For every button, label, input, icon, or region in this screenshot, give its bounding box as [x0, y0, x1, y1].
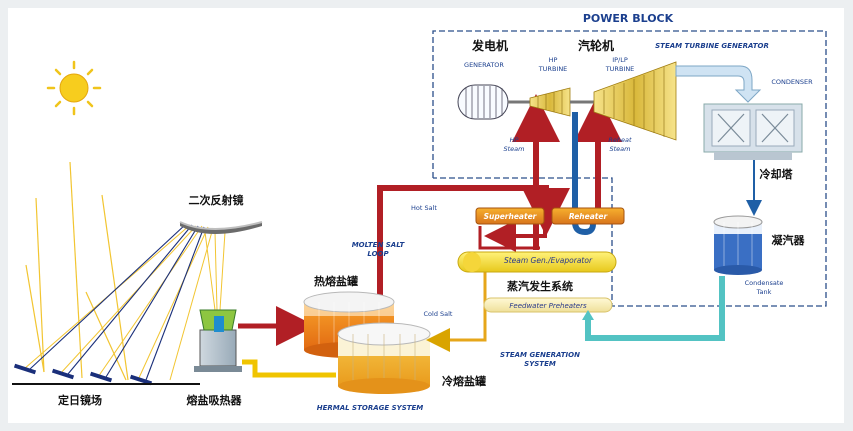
heliostat-field: [13, 363, 153, 386]
feedwater-preheaters: Feedwater Preheaters: [483, 297, 613, 313]
power-block-title: POWER BLOCK: [583, 12, 674, 25]
reheater: Reheater: [551, 207, 625, 225]
hot-tank-cn: 热熔盐罐: [314, 274, 358, 288]
hot-salt-label: Hot Salt: [411, 204, 437, 212]
hp-turbine-label-2: TURBINE: [538, 65, 568, 73]
condenser: [703, 103, 803, 160]
generator: [457, 84, 509, 120]
evaporator-label: Steam Gen./Evaporator: [504, 256, 593, 265]
salt-flow-evap: [478, 226, 540, 250]
reheat-steam-label-1: Reheat: [608, 136, 632, 144]
steam-gen-label-2: SYSTEM: [524, 360, 556, 368]
molten-salt-receiver: [194, 309, 242, 372]
reflected-rays: [23, 224, 214, 381]
stg-label: STEAM TURBINE GENERATOR: [655, 42, 769, 50]
hp-turbine-label-1: HP: [549, 56, 558, 64]
power-block-boundary: [432, 30, 827, 307]
cold-salt-label: Cold Salt: [424, 310, 453, 318]
iplp-turbine-label-2: TURBINE: [605, 65, 635, 73]
cold-reheat-pipe: [572, 112, 596, 236]
secondary-reflector-cn: 二次反射镜: [189, 193, 244, 207]
sun-icon: [46, 60, 102, 116]
reheat-steam-label-2: Steam: [610, 145, 631, 153]
salt-loop-label-1: MOLTEN SALT: [352, 241, 406, 249]
superheater-label: Superheater: [484, 212, 538, 221]
salt-flow-sh: [484, 220, 547, 252]
generator-cn: 发电机: [471, 38, 508, 53]
hp-steam-label-2: Steam: [504, 145, 525, 153]
condensate-tank-label-2: Tank: [756, 288, 772, 296]
reheater-label: Reheater: [569, 212, 609, 221]
hp-steam-label-1: HP: [510, 136, 519, 144]
secondary-reflector: [179, 221, 263, 234]
steam-gen-label-1: STEAM GENERATION: [500, 351, 580, 359]
exhaust-arrow: [675, 65, 762, 103]
reflected-rays-blue: [29, 223, 205, 381]
iplp-turbine: [593, 61, 677, 141]
storage-label: HERMAL STORAGE SYSTEM: [317, 404, 424, 412]
condenser-label: CONDENSER: [771, 78, 813, 86]
receiver-cn: 熔盐吸热器: [187, 393, 243, 407]
hp-turbine: [529, 87, 571, 117]
iplp-turbine-label-1: IP/LP: [612, 56, 628, 64]
condensate-tank-label-1: Condensate: [745, 279, 784, 287]
preheaters-label: Feedwater Preheaters: [509, 302, 587, 310]
salt-loop-label-2: LOOP: [367, 250, 389, 258]
cooling-tower-cn: 冷却塔: [760, 167, 794, 181]
condensate-cn: 凝汽器: [772, 233, 806, 247]
heliostat-cn: 定日镜场: [58, 393, 102, 407]
turbine-cn: 汽轮机: [578, 38, 614, 53]
cold-salt-to-receiver: [242, 359, 336, 378]
feedwater-pipe: [585, 276, 725, 341]
cold-tank-cn: 冷熔盐罐: [442, 374, 486, 388]
feedwater-arrow: [582, 310, 594, 320]
superheater: Superheater: [475, 207, 545, 225]
evaporator: Steam Gen./Evaporator: [457, 251, 617, 273]
concentrated-rays: [204, 231, 226, 311]
condensate-tank: [713, 215, 763, 275]
cold-salt-return: [426, 272, 487, 352]
cold-salt-tank: [337, 322, 431, 394]
steam-gen-cn: 蒸汽发生系统: [507, 279, 573, 293]
generator-label: GENERATOR: [464, 61, 504, 69]
